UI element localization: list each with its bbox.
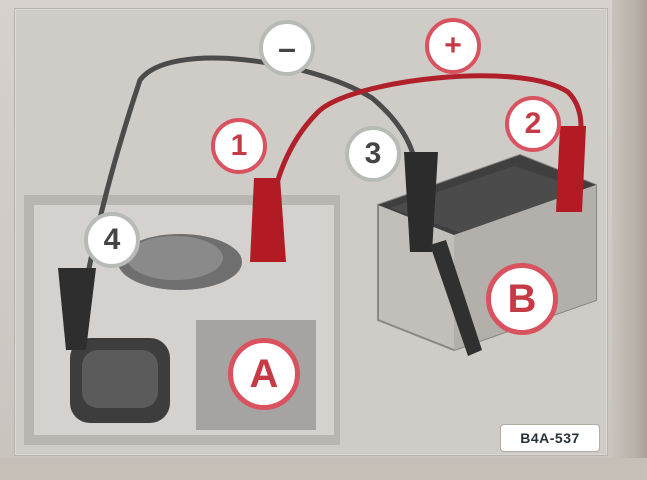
label-1: 1	[211, 118, 267, 174]
ground-strap	[430, 240, 482, 356]
engine-component-highlight	[127, 236, 223, 280]
label-1-text: 1	[230, 129, 248, 162]
black-clamp-4	[58, 268, 96, 350]
label-A: A	[228, 338, 300, 410]
label-plus: +	[425, 18, 481, 74]
label-A-text: A	[249, 351, 279, 396]
label-minus-text: –	[278, 29, 296, 66]
label-3-text: 3	[364, 137, 382, 170]
page-bottom-strip	[0, 458, 647, 480]
alternator-detail	[82, 350, 158, 408]
label-2-text: 2	[524, 107, 542, 140]
diagram-code-badge: B4A-537	[500, 424, 600, 452]
label-plus-text: +	[444, 29, 462, 62]
label-4: 4	[84, 212, 140, 268]
red-clamp-2	[556, 126, 586, 212]
red-clamp-1	[250, 178, 286, 262]
label-3: 3	[345, 126, 401, 182]
label-B-text: B	[507, 276, 537, 321]
red-cable	[263, 73, 584, 248]
label-4-text: 4	[103, 223, 121, 256]
battery-top-panel	[390, 166, 586, 233]
diagram-code-text: B4A-537	[520, 430, 580, 446]
label-B: B	[486, 263, 558, 335]
label-minus: –	[259, 20, 315, 76]
black-clamp-3	[404, 152, 438, 252]
label-2: 2	[505, 96, 561, 152]
page-edge	[612, 0, 647, 480]
